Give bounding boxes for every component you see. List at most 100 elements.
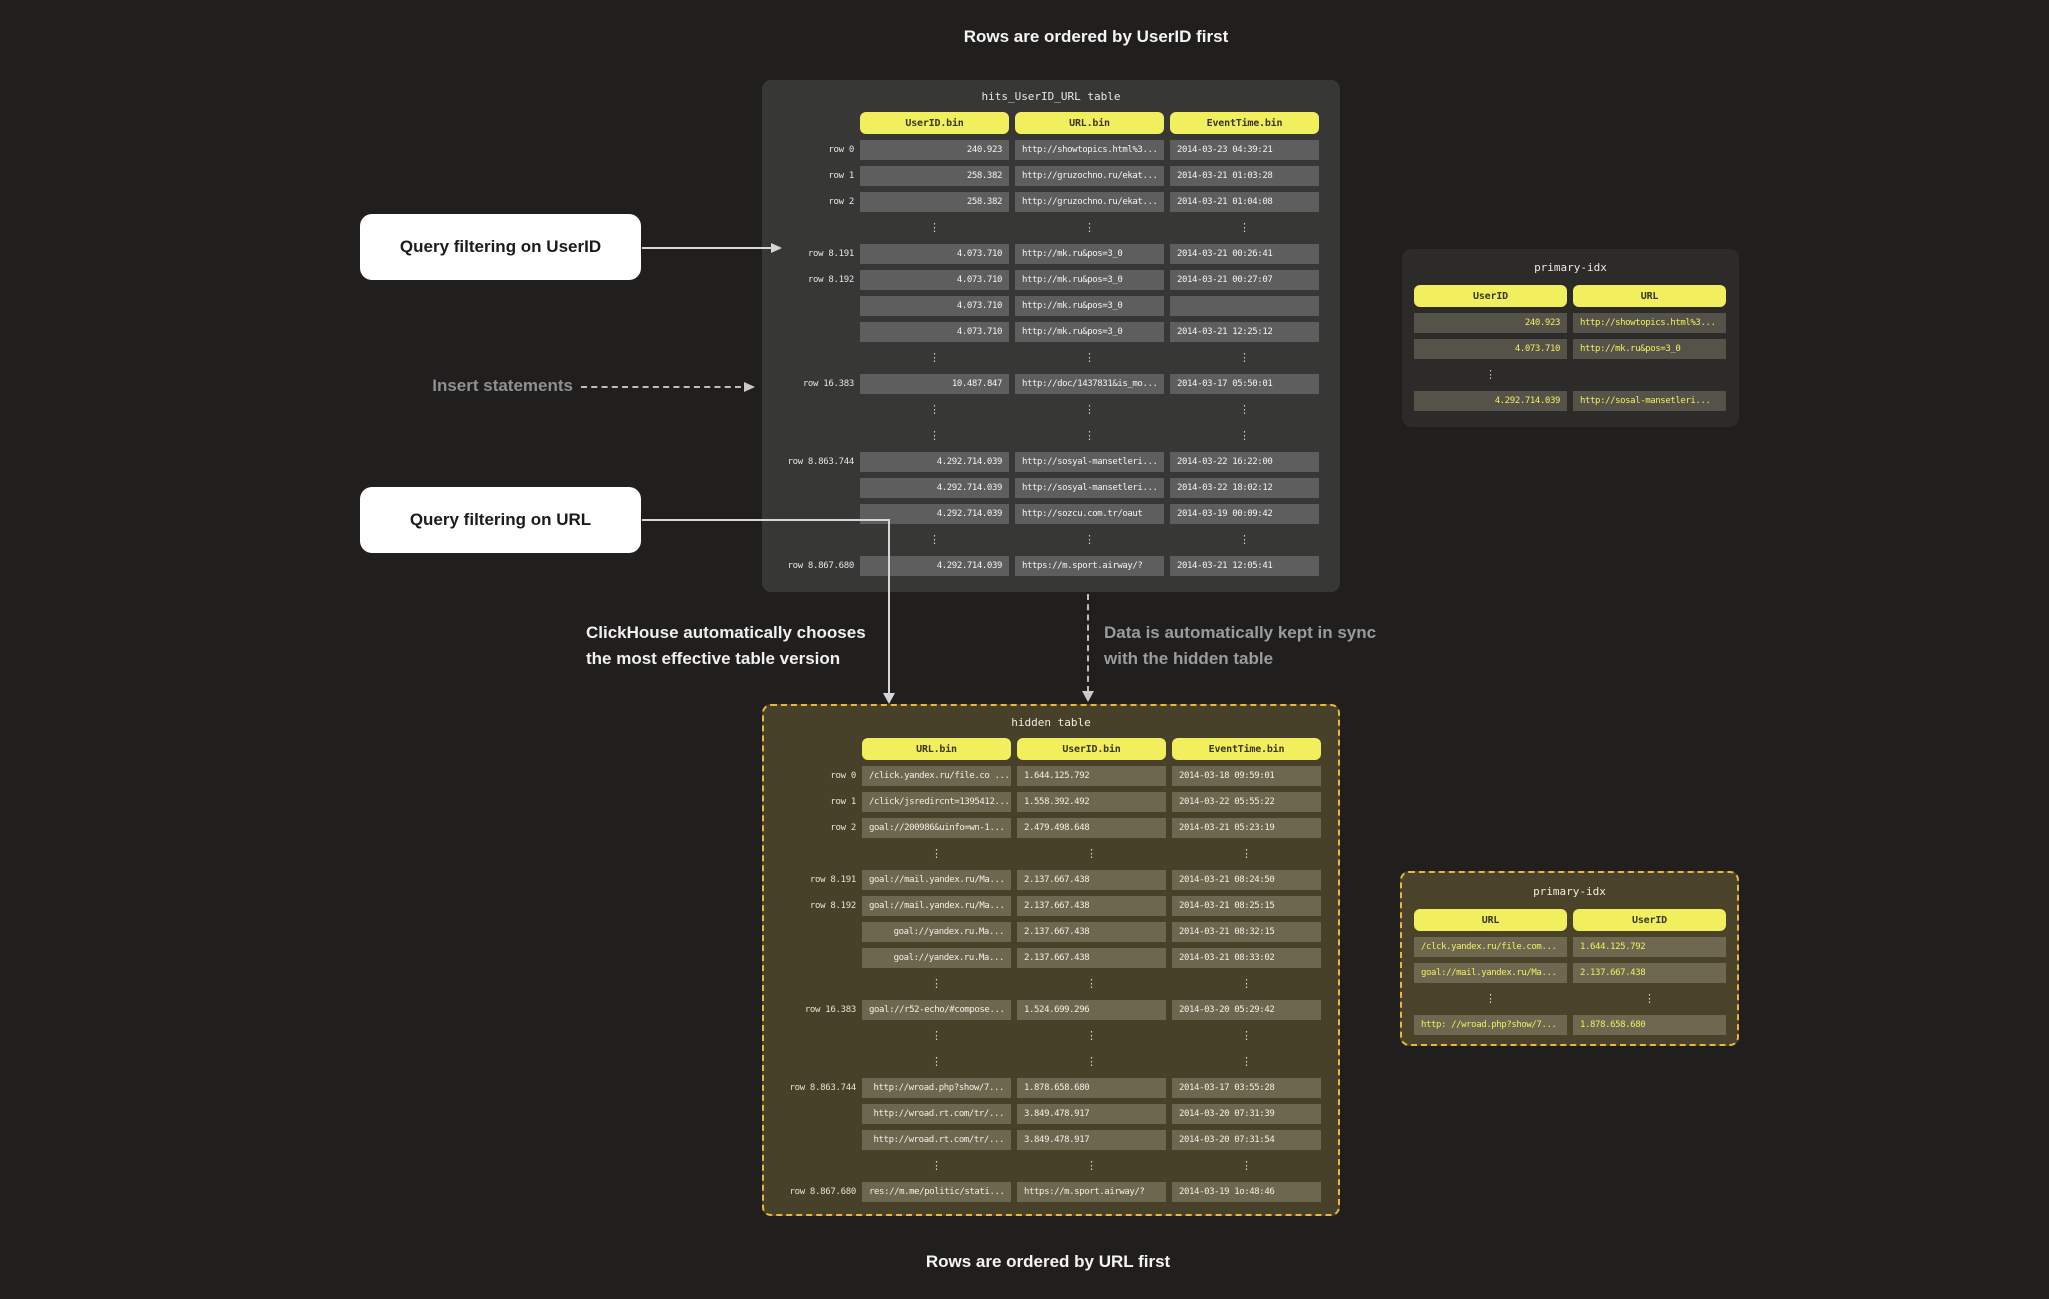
kept-in-sync-line2: with the hidden table bbox=[1104, 649, 1274, 668]
table-row: goal://mail.yandex.ru/Ma...2.137.667.438 bbox=[1414, 963, 1737, 983]
table-cell: http://mk.ru&pos=3_0 bbox=[1015, 296, 1164, 316]
ellipsis-dots-icon: ⋮ bbox=[1084, 533, 1095, 546]
table-cell: 2.479.498.648 bbox=[1017, 818, 1166, 838]
ellipsis-dots-icon: ⋮ bbox=[929, 533, 940, 546]
ellipsis-dots-icon: ⋮ bbox=[1086, 1159, 1097, 1172]
table-cell: https://m.sport.airway/? bbox=[1017, 1182, 1166, 1202]
table-row: row 0/click.yandex.ru/file.co ...1.644.1… bbox=[776, 766, 1338, 786]
table-cell: 258.382 bbox=[860, 192, 1009, 212]
ellipsis-dots-icon: ⋮ bbox=[1241, 847, 1252, 860]
table-cell: 2014-03-23 04:39:21 bbox=[1170, 140, 1319, 160]
row-label: row 8.191 bbox=[807, 249, 854, 259]
row-label bbox=[774, 478, 854, 498]
table-cell: 2014-03-21 12:25:12 bbox=[1170, 322, 1319, 342]
row-label bbox=[776, 738, 856, 760]
table-row: ⋮⋮⋮ bbox=[776, 974, 1338, 994]
row-label: row 8.192 bbox=[807, 275, 854, 285]
table-cell: 2014-03-22 05:55:22 bbox=[1172, 792, 1321, 812]
row-label: row 8.867.680 bbox=[787, 561, 854, 571]
table-cell: http://gruzochno.ru/ekat... bbox=[1015, 166, 1164, 186]
table-cell bbox=[1170, 296, 1319, 316]
table-cell: http://wroad.rt.com/tr/... bbox=[862, 1104, 1011, 1124]
table-cell: 2014-03-21 08:32:15 bbox=[1172, 922, 1321, 942]
table-cell: 2.137.667.438 bbox=[1017, 870, 1166, 890]
table-cell: 2014-03-21 01:04:08 bbox=[1170, 192, 1319, 212]
table-cell: 4.292.714.039 bbox=[860, 504, 1009, 524]
row-label bbox=[776, 1026, 856, 1046]
table-row: ⋮ bbox=[1414, 365, 1739, 385]
table-cell: 2014-03-19 1o:48:46 bbox=[1172, 1182, 1321, 1202]
hidden-table-title: hidden table bbox=[1011, 715, 1091, 729]
query-filtering-userid-box: Query filtering on UserID bbox=[360, 214, 641, 280]
table-cell: 2014-03-17 03:55:28 bbox=[1172, 1078, 1321, 1098]
column-header-pill: URL bbox=[1414, 909, 1567, 931]
ellipsis-dots-icon: ⋮ bbox=[1084, 351, 1095, 364]
row-label: row 2 bbox=[830, 823, 856, 833]
row-label bbox=[774, 504, 854, 524]
table-cell: http://showtopics.html%3... bbox=[1015, 140, 1164, 160]
table-cell: 4.292.714.039 bbox=[860, 478, 1009, 498]
table-cell: goal://r52-echo/#compose... bbox=[862, 1000, 1011, 1020]
table-cell: 2014-03-19 00:09:42 bbox=[1170, 504, 1319, 524]
ellipsis-dots-icon: ⋮ bbox=[929, 429, 940, 442]
table-cell: 3.849.478.917 bbox=[1017, 1130, 1166, 1150]
row-label: row 2 bbox=[828, 197, 854, 207]
row-label bbox=[774, 530, 854, 550]
title-ordered-by-userid: Rows are ordered by UserID first bbox=[963, 27, 1229, 46]
ellipsis-dots-icon: ⋮ bbox=[931, 1029, 942, 1042]
ellipsis-dots-icon bbox=[1573, 365, 1726, 385]
table-cell: 2.137.667.438 bbox=[1017, 896, 1166, 916]
table-cell: 4.073.710 bbox=[860, 244, 1009, 264]
table-cell: 1.644.125.792 bbox=[1573, 937, 1726, 957]
row-label: row 8.863.744 bbox=[789, 1083, 856, 1093]
row-label bbox=[776, 948, 856, 968]
title-ordered-by-url: Rows are ordered by URL first bbox=[925, 1252, 1171, 1271]
table-cell: /click.yandex.ru/file.co ... bbox=[862, 766, 1011, 786]
row-label: row 16.383 bbox=[804, 1005, 856, 1015]
arrow-right-icon bbox=[744, 382, 755, 392]
ellipsis-dots-icon: ⋮ bbox=[1084, 429, 1095, 442]
table-cell: 2014-03-22 18:02:12 bbox=[1170, 478, 1319, 498]
query-url-elbow-horizontal bbox=[642, 519, 890, 521]
table-row: ⋮⋮ bbox=[1414, 989, 1737, 1009]
table-cell: /clck.yandex.ru/file.com... bbox=[1414, 937, 1567, 957]
table-cell: http://wroad.php?show/7... bbox=[862, 1078, 1011, 1098]
row-label bbox=[774, 322, 854, 342]
hits-table-title: hits_UserID_URL table bbox=[981, 89, 1121, 103]
table-cell: 2014-03-21 08:25:15 bbox=[1172, 896, 1321, 916]
column-header-pill: UserID.bin bbox=[860, 112, 1009, 134]
kept-in-sync-line1: Data is automatically kept in sync bbox=[1104, 623, 1377, 642]
table-cell: 4.292.714.039 bbox=[860, 452, 1009, 472]
table-cell: 1.878.658.680 bbox=[1017, 1078, 1166, 1098]
row-label bbox=[774, 400, 854, 420]
table-cell: 2.137.667.438 bbox=[1573, 963, 1726, 983]
ellipsis-dots-icon: ⋮ bbox=[1241, 1029, 1252, 1042]
row-label: row 8.863.744 bbox=[787, 457, 854, 467]
table-cell: 2.137.667.438 bbox=[1017, 948, 1166, 968]
table-cell: 10.487.847 bbox=[860, 374, 1009, 394]
table-row: ⋮⋮⋮ bbox=[774, 218, 1340, 238]
table-row: http: //wroad.php?show/7...1.878.658.680 bbox=[1414, 1015, 1737, 1035]
table-cell: 1.644.125.792 bbox=[1017, 766, 1166, 786]
table-row: ⋮⋮⋮ bbox=[776, 1156, 1338, 1176]
table-row: ⋮⋮⋮ bbox=[774, 426, 1340, 446]
column-header-pill: UserID.bin bbox=[1017, 738, 1166, 760]
auto-choose-note: ClickHouse automatically chooses the mos… bbox=[586, 620, 866, 672]
